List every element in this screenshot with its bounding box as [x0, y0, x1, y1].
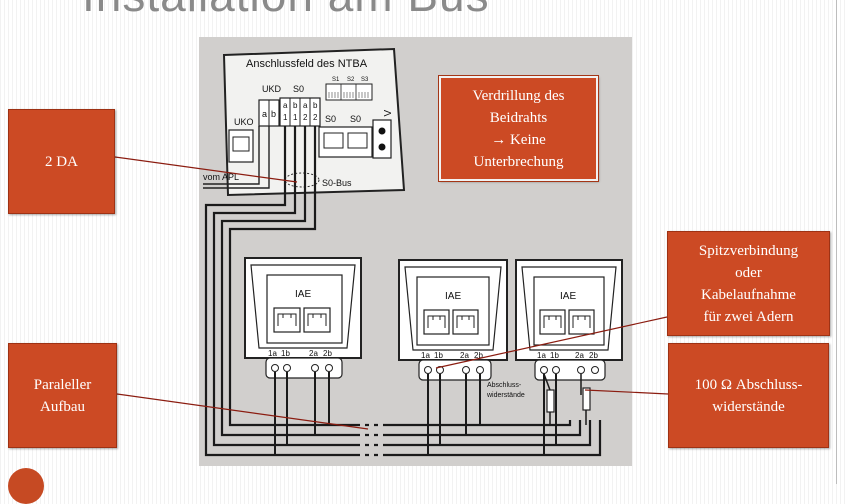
iae1-terminal-2a: 2a: [309, 349, 318, 358]
leader-abschluss: [584, 389, 669, 395]
uko-socket-jack: [232, 136, 250, 152]
s0-terminal-1b: b: [293, 101, 298, 110]
iae1-terminal-1a: 1a: [268, 349, 277, 358]
callout-verdrillung-line-2: Beidrahts: [489, 109, 548, 126]
iae2-terminal-1a: 1a: [421, 351, 430, 360]
s0-socket-label-1: S0: [325, 114, 336, 124]
power-terminal-1: [378, 127, 386, 135]
s0-socket-jack-2: [347, 132, 368, 149]
bus-wire-1b: [212, 126, 592, 447]
callout-spitz-line-4: für zwei Adern: [703, 308, 794, 325]
leader-2da: [114, 156, 298, 183]
callout-verdrillung-line-1: Verdrillung des: [472, 87, 565, 104]
apl-line-a: [203, 126, 260, 185]
leader-parallel: [116, 393, 369, 430]
callout-verdrillung: Verdrillung des Beidrahts → Keine Unterb…: [438, 75, 599, 182]
switch-label-s3: S3: [361, 77, 369, 83]
callout-spitz-line-3: Kabelaufnahme: [701, 286, 796, 303]
leader-spitz: [435, 316, 668, 369]
callout-2-da: 2 DA: [8, 109, 115, 214]
s0-label: S0: [293, 84, 304, 94]
callout-abschlusswiderstaende: 100 Ω Abschluss- widerstände: [668, 343, 829, 448]
apl-line-b: [203, 126, 270, 189]
ukd-terminal-a: a: [262, 109, 267, 119]
ukd-terminal-b: b: [271, 109, 276, 119]
resistor-1: [546, 389, 555, 413]
s0-terminal-number-2: 1: [293, 113, 298, 122]
iae1-terminal-2b: 2b: [323, 349, 332, 358]
switch-label-s2: S2: [347, 77, 355, 83]
iae-label-3: IAE: [560, 291, 576, 302]
callout-verdrillung-line-3: → Keine: [491, 131, 546, 148]
resistor-label-line2: widerstände: [486, 392, 525, 399]
iae2-terminal-1b: 1b: [434, 351, 443, 360]
iae2-terminal-2b: 2b: [474, 351, 483, 360]
dip-switch-block: [325, 83, 373, 101]
resistor-2: [582, 387, 591, 411]
ntba-label: Anschlussfeld des NTBA: [246, 58, 368, 70]
iae-label-1: IAE: [295, 289, 311, 300]
dip-switch-levers: [328, 92, 369, 98]
iae3-terminal-1a: 1a: [537, 351, 546, 360]
socket-drop-wires: [274, 372, 557, 455]
ukd-label: UKD: [262, 84, 282, 94]
callout-paraleller-aufbau: Paraleller Aufbau: [8, 343, 117, 448]
bus-wire-2a: [220, 126, 582, 437]
bus-wire-1a: [204, 126, 602, 457]
s0-terminal-number-1: 1: [283, 113, 288, 122]
slide-divider-line: [836, 0, 837, 484]
s0-terminal-2b: b: [313, 101, 318, 110]
callout-abschluss-line-1: 100 Ω Abschluss-: [694, 376, 803, 393]
callout-parallel-line-1: Paraleller: [33, 376, 92, 393]
callout-verdrillung-line-4: Unterbrechung: [473, 153, 564, 170]
iae-socket-2: IAE 1a 1b 2a 2b: [398, 259, 508, 381]
s0-socket-label-2: S0: [350, 114, 361, 124]
switch-label-s1: S1: [332, 77, 340, 83]
s0-socket-jack-1: [323, 132, 344, 149]
uko-label: UKO: [234, 117, 254, 127]
bus-wire-2b: [228, 126, 572, 427]
wire-break-background: [356, 415, 386, 460]
ntba-wiring-diagram: Anschlussfeld des NTBA UKO UKD a b S0 a …: [114, 37, 669, 466]
iae-socket-1: IAE 1a 1b 2a 2b: [244, 257, 362, 379]
callout-parallel-line-2: Aufbau: [40, 398, 85, 415]
callout-spitz-line-1: Spitzverbindung: [698, 242, 799, 259]
iae3-terminal-2a: 2a: [575, 351, 584, 360]
resistor-label-line1: Abschluss-: [487, 382, 522, 389]
bus-wires: [204, 126, 602, 457]
iae3-terminal-2b: 2b: [589, 351, 598, 360]
power-terminal-2: [378, 143, 386, 151]
callout-spitzverbindung: Spitzverbindung oder Kabelaufnahme für z…: [667, 231, 830, 336]
vom-apl-label: vom APL: [203, 172, 239, 182]
iae3-terminal-1b: 1b: [550, 351, 559, 360]
s0-bus-ellipse: [284, 172, 320, 188]
callout-abschluss-line-2: widerstände: [712, 398, 785, 415]
iae2-terminal-2a: 2a: [460, 351, 469, 360]
s0-terminal-number-4: 2: [313, 113, 318, 122]
s0-terminal-number-3: 2: [303, 113, 308, 122]
s0-terminal-1a: a: [283, 101, 288, 110]
power-terminal-block: [372, 119, 392, 159]
callout-2-da-line-1: 2 DA: [45, 153, 78, 170]
s0-bus-label: S0-Bus: [322, 178, 352, 188]
iae1-terminal-1b: 1b: [281, 349, 290, 358]
termination-resistors: Abschluss- widerstände: [486, 373, 591, 425]
iae-label-2: IAE: [445, 291, 461, 302]
callout-spitz-line-2: oder: [735, 264, 762, 281]
s0-terminal-2a: a: [303, 101, 308, 110]
slide-title: Installation am Bus: [82, 0, 490, 22]
s0-socket-block: [318, 126, 373, 158]
iae-socket-3: IAE 1a 1b 2a 2b: [515, 259, 623, 381]
callout-leader-lines: [114, 156, 669, 430]
